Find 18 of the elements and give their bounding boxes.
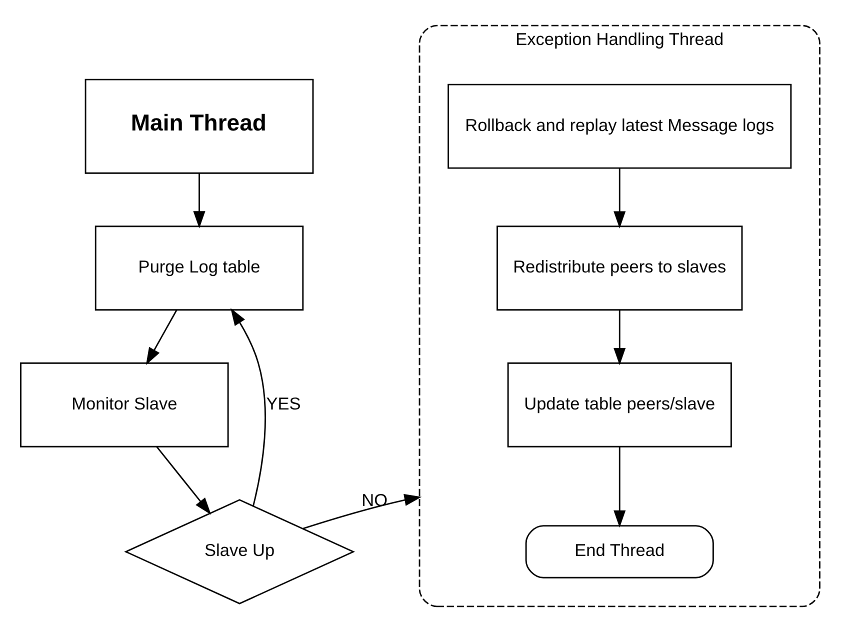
edge-label: NO bbox=[362, 490, 388, 510]
arrow bbox=[614, 446, 626, 528]
arrow bbox=[230, 308, 266, 506]
node-box: Main Thread bbox=[84, 78, 314, 174]
arrow bbox=[146, 310, 178, 365]
arrow bbox=[156, 446, 212, 515]
node-box: Rollback and replay latest Message logs bbox=[448, 84, 792, 169]
edge-label: YES bbox=[266, 393, 301, 414]
node-box: Monitor Slave bbox=[20, 362, 229, 448]
node-diamond: Slave Up bbox=[124, 499, 356, 604]
node-box: Redistribute peers to slaves bbox=[496, 226, 743, 311]
arrow bbox=[302, 494, 422, 530]
arrow bbox=[193, 173, 206, 228]
node-box: Update table peers/slave bbox=[507, 362, 732, 448]
node-box: Purge Log table bbox=[94, 226, 304, 311]
arrow bbox=[614, 168, 626, 228]
arrow bbox=[614, 310, 626, 366]
node-box: End Thread bbox=[525, 525, 714, 578]
